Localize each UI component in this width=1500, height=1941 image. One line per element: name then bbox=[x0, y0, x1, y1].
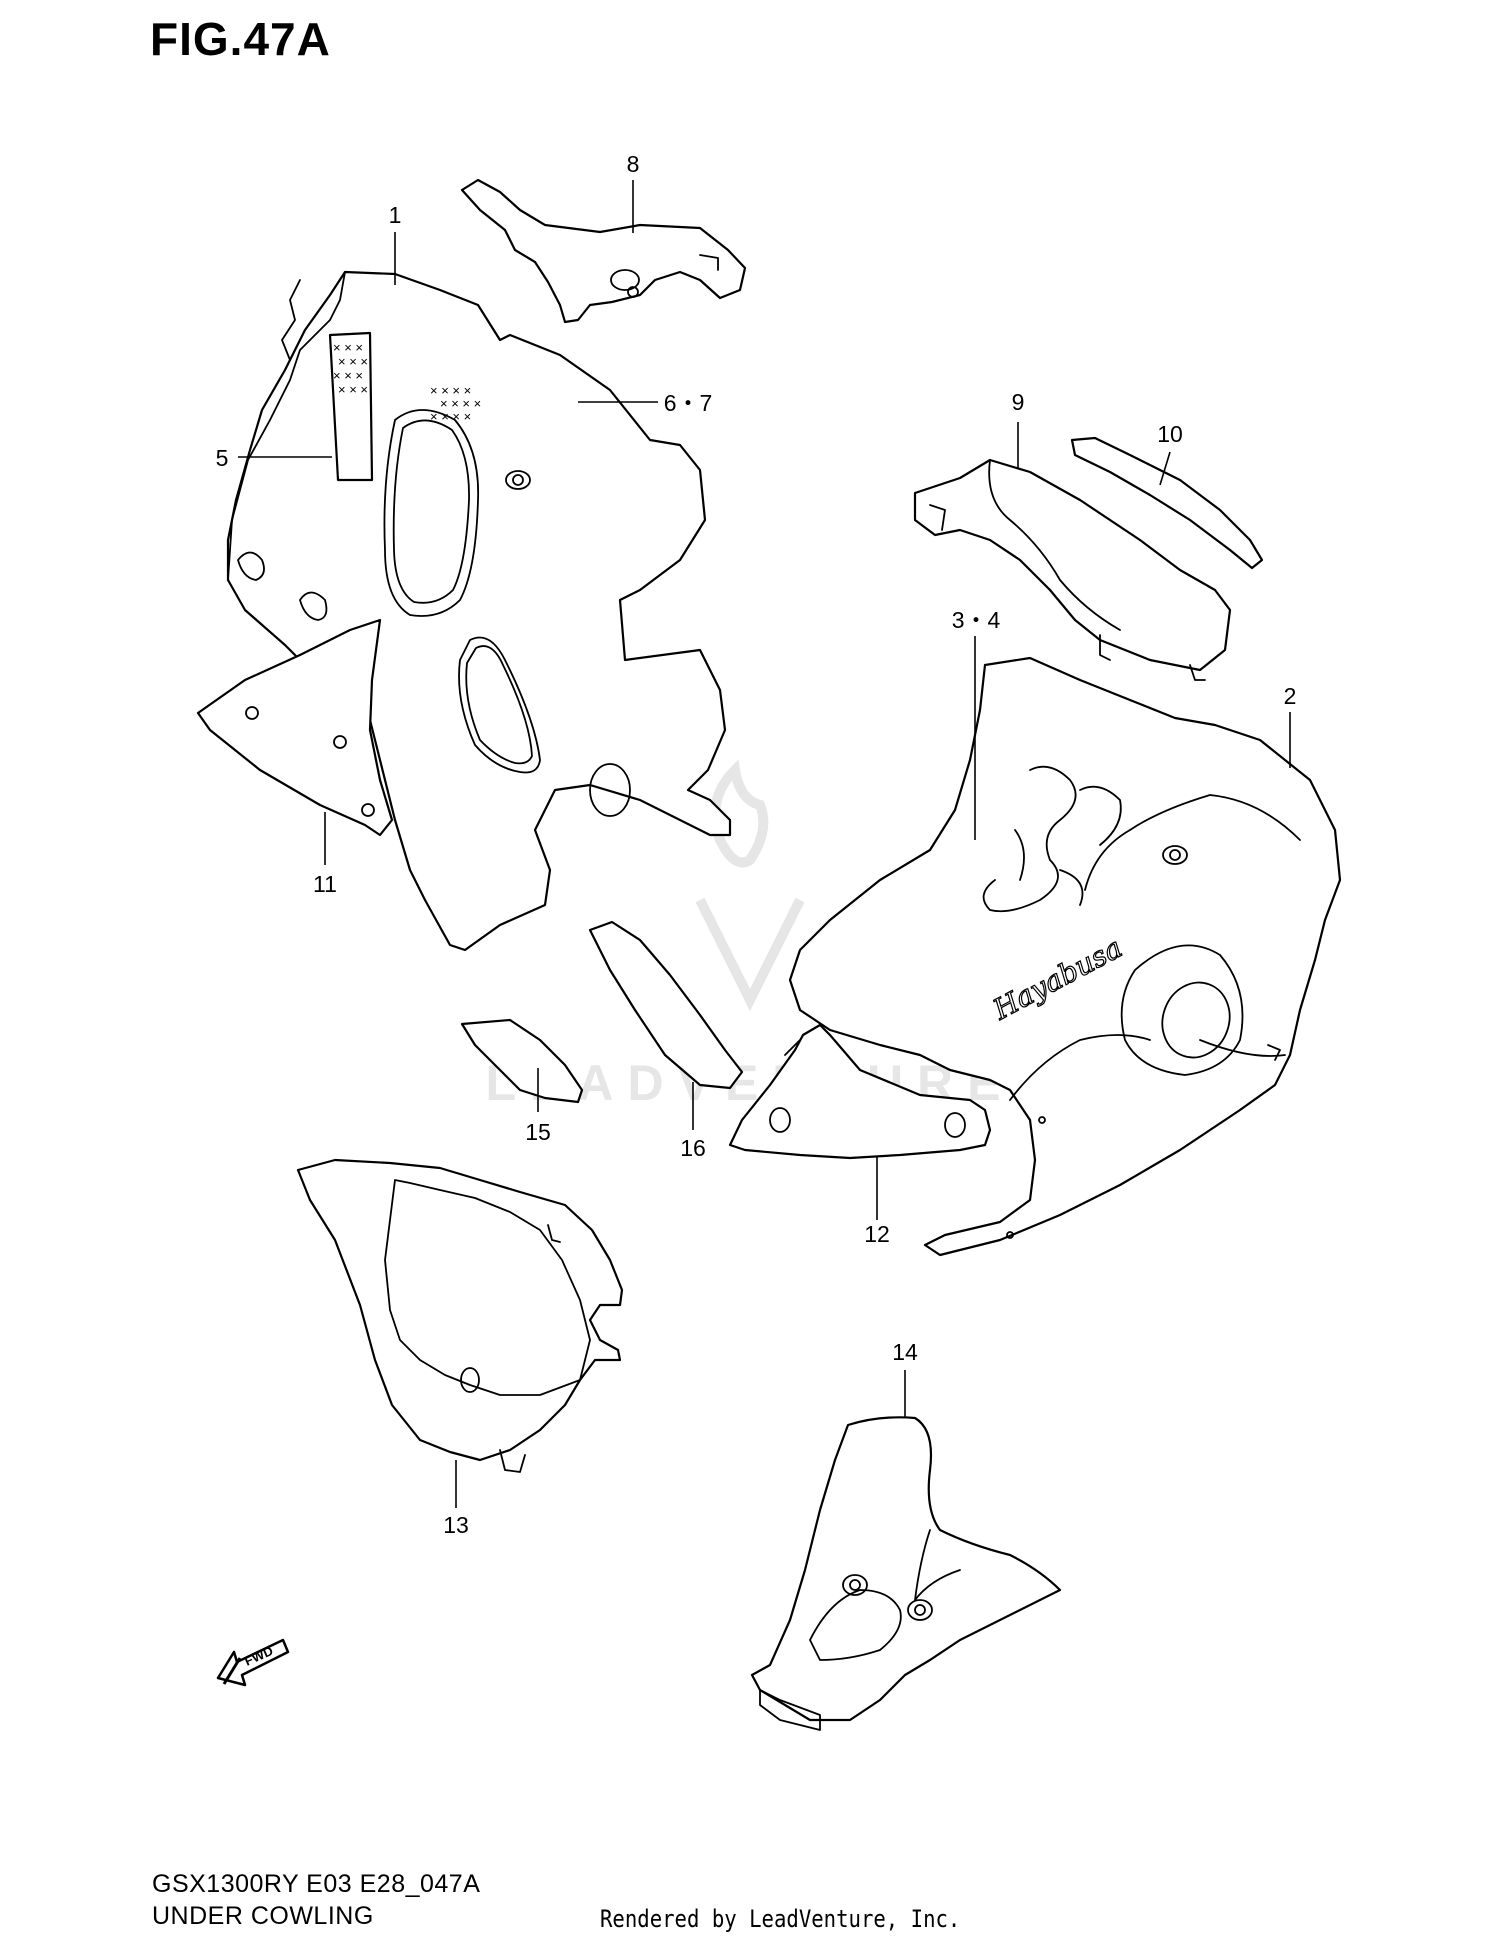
figure-caption: UNDER COWLING bbox=[152, 1902, 374, 1930]
callout-16: 16 bbox=[680, 1135, 706, 1161]
part-8-inner-panel bbox=[460, 178, 747, 324]
forward-direction-marker: FWD bbox=[216, 1638, 290, 1687]
part-12-front-panel bbox=[728, 1023, 992, 1160]
part-13-lower-left-cowling bbox=[296, 1158, 624, 1473]
model-code: GSX1300RY E03 E28_047A bbox=[152, 1870, 481, 1898]
callout-2: 2 bbox=[1284, 683, 1297, 709]
callout-9: 9 bbox=[1012, 389, 1025, 415]
part-16-pad bbox=[588, 920, 744, 1090]
svg-text:× × × ×: × × × × bbox=[430, 383, 471, 398]
part-10-trim-strip bbox=[1070, 436, 1264, 570]
left-side-details bbox=[237, 551, 328, 621]
figure-title: FIG.47A bbox=[150, 13, 331, 65]
callout-3-4: 3・4 bbox=[952, 607, 1001, 633]
svg-text:× × ×: × × × bbox=[333, 340, 363, 355]
callout-6-7: 6・7 bbox=[664, 390, 713, 416]
part-2-right-under-cowling: Hayabusa bbox=[788, 656, 1342, 1257]
callout-11: 11 bbox=[313, 871, 337, 897]
callout-5: 5 bbox=[216, 445, 229, 471]
part-11-side-panel bbox=[196, 618, 394, 837]
callout-12: 12 bbox=[864, 1221, 890, 1247]
callout-labels: 1 2 3・4 5 6・7 8 9 10 11 12 13 14 15 16 bbox=[216, 151, 1297, 1538]
part-14-belly-pan bbox=[750, 1416, 1062, 1731]
callout-14: 14 bbox=[892, 1339, 918, 1365]
part-5-sticker: × × × × × × × × × × × × bbox=[328, 331, 374, 482]
callout-8: 8 bbox=[627, 151, 640, 177]
callout-10: 10 bbox=[1157, 421, 1183, 447]
part-9-inner-cover bbox=[913, 458, 1232, 681]
forward-arrow-icon bbox=[216, 1638, 290, 1687]
callout-1: 1 bbox=[389, 202, 402, 228]
svg-text:× × × ×: × × × × bbox=[430, 409, 471, 424]
part-1-left-under-cowling: × × × × × × × × × × × × bbox=[226, 270, 732, 952]
callout-15: 15 bbox=[525, 1119, 551, 1145]
rendered-by-credit: Rendered by LeadVenture, Inc. bbox=[600, 1905, 961, 1933]
leader-lines bbox=[238, 180, 1291, 1508]
svg-text:× × ×: × × × bbox=[338, 382, 368, 397]
svg-text:× × × ×: × × × × bbox=[440, 396, 481, 411]
svg-text:× × ×: × × × bbox=[338, 354, 368, 369]
svg-text:× × ×: × × × bbox=[333, 368, 363, 383]
callout-13: 13 bbox=[443, 1512, 469, 1538]
warning-sticker-marks: × × × × × × × × × × × × bbox=[430, 383, 481, 424]
part-15-pad bbox=[460, 1018, 584, 1104]
